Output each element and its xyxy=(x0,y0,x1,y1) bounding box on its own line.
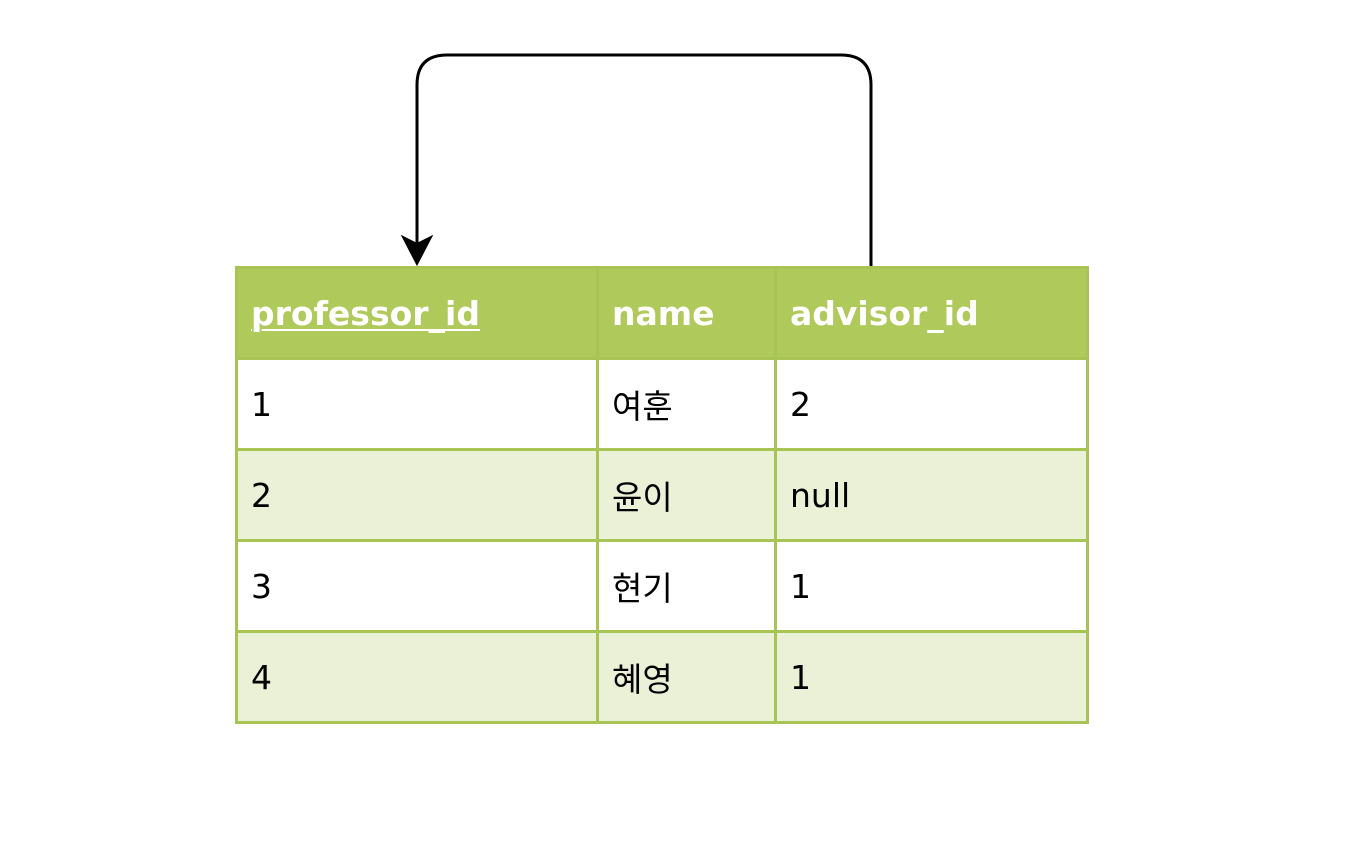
cell-advisor-id: null xyxy=(774,448,1089,542)
cell-name: 윤이 xyxy=(596,448,777,542)
table-row: 1 여훈 2 xyxy=(235,357,1089,451)
professor-table: professor_id name advisor_id 1 여훈 2 2 윤이… xyxy=(235,266,1089,724)
table-row: 3 현기 1 xyxy=(235,539,1089,633)
cell-advisor-id: 1 xyxy=(774,539,1089,633)
cell-advisor-id: 2 xyxy=(774,357,1089,451)
cell-advisor-id: 1 xyxy=(774,630,1089,724)
cell-professor-id: 2 xyxy=(235,448,599,542)
column-header-professor-id: professor_id xyxy=(235,266,599,360)
cell-name: 여훈 xyxy=(596,357,777,451)
arrow-line xyxy=(415,53,873,266)
cell-professor-id: 4 xyxy=(235,630,599,724)
cell-professor-id: 3 xyxy=(235,539,599,633)
table-row: 2 윤이 null xyxy=(235,448,1089,542)
cell-professor-id: 1 xyxy=(235,357,599,451)
column-header-advisor-id: advisor_id xyxy=(774,266,1089,360)
table-header-row: professor_id name advisor_id xyxy=(235,266,1089,360)
cell-name: 현기 xyxy=(596,539,777,633)
cell-name: 혜영 xyxy=(596,630,777,724)
table-row: 4 혜영 1 xyxy=(235,630,1089,724)
arrow-head xyxy=(400,234,434,267)
column-header-name: name xyxy=(596,266,777,360)
